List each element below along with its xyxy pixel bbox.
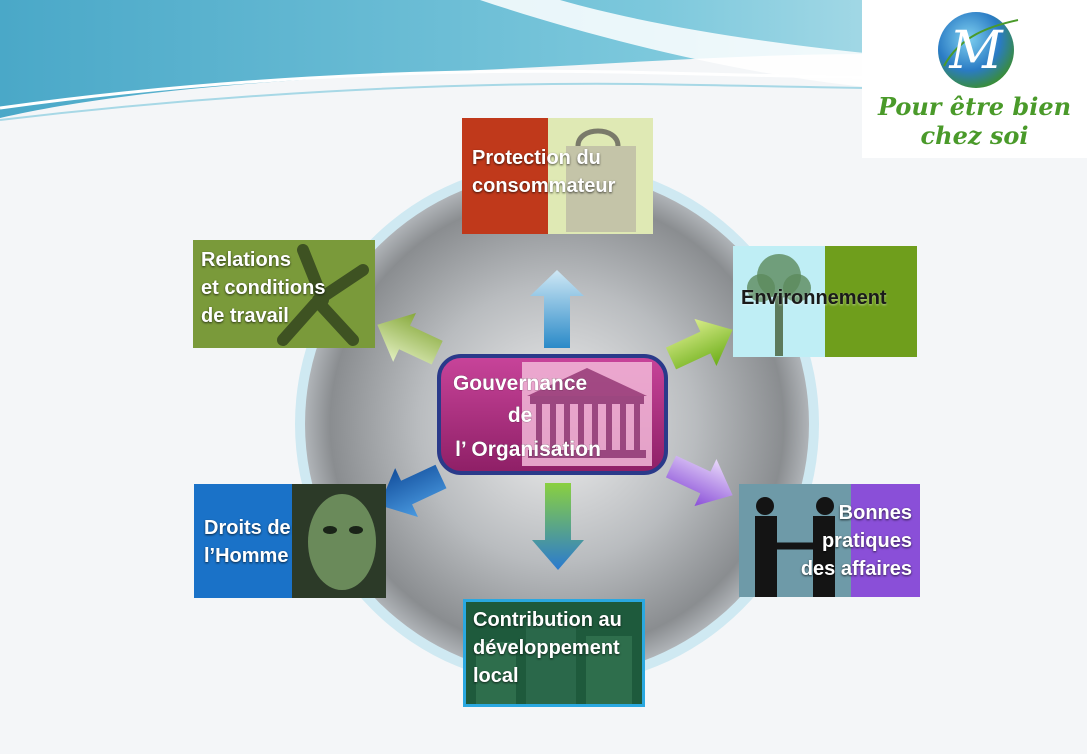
node-protection-consommateur: Protection du consommateur	[462, 118, 653, 234]
logo-globe-icon: M	[938, 12, 1019, 88]
node-contribution-developpement-local: Contribution au développement local	[463, 599, 645, 707]
node-label: Environnement	[741, 287, 887, 309]
handshake-icon	[739, 484, 851, 597]
node-label: Contribution au développement local	[473, 609, 622, 687]
node-relations-conditions-travail: Relations et conditions de travail	[193, 240, 375, 348]
arrow-lower-left-icon	[379, 464, 447, 518]
logo-letter: M	[948, 21, 1004, 81]
logo-tagline: Pour être bien chez soi	[877, 92, 1072, 150]
node-label: Protection du consommateur	[472, 147, 616, 197]
arrow-up-icon	[530, 270, 584, 348]
node-droits-homme: Droits de l’Homme	[194, 484, 386, 598]
node-label: Bonnes pratiques des affaires	[800, 502, 912, 580]
brand-logo: M Pour être bien chez soi	[862, 0, 1087, 158]
tree-icon	[733, 246, 825, 357]
arrow-upper-left-icon	[377, 312, 443, 365]
face-portrait-icon	[292, 484, 386, 598]
center-label: Gouvernance de l’ Organisation	[453, 372, 601, 461]
node-label: Droits de l’Homme	[204, 517, 291, 567]
node-environnement: Environnement	[733, 246, 917, 357]
shopping-bag-icon	[548, 118, 653, 234]
building-icon	[522, 362, 652, 466]
arrow-lower-right-icon	[665, 455, 733, 507]
node-bonnes-pratiques-affaires: Bonnes pratiques des affaires	[739, 484, 920, 597]
arrow-down-icon	[532, 483, 584, 570]
arrow-upper-right-icon	[665, 318, 733, 370]
hands-together-icon	[193, 240, 375, 348]
node-label: Relations et conditions de travail	[201, 249, 326, 327]
center-governance-box: Gouvernance de l’ Organisation	[437, 354, 668, 475]
city-buildings-icon	[466, 602, 642, 704]
